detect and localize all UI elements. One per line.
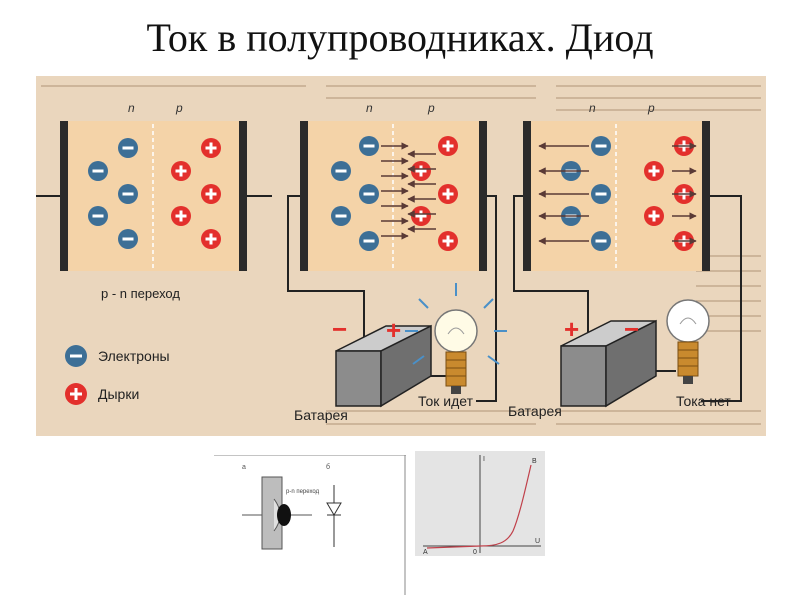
battery-label-reverse: Батарея bbox=[508, 403, 562, 419]
hole-icon bbox=[438, 184, 458, 204]
crystal-forward-bias bbox=[300, 121, 487, 271]
electron-icon bbox=[88, 206, 108, 226]
origin-label: 0 bbox=[473, 549, 477, 556]
electron-icon bbox=[591, 136, 611, 156]
battery-minus-forward: − bbox=[332, 314, 347, 344]
diode-label-b: б bbox=[326, 463, 330, 471]
battery-plus-reverse: + bbox=[564, 314, 579, 344]
electron-icon bbox=[359, 136, 379, 156]
faded-text-lines bbox=[41, 85, 761, 425]
axis-y-label: I bbox=[483, 456, 485, 463]
point-b-label: B bbox=[532, 458, 537, 465]
diode-symbol-icon bbox=[326, 485, 342, 547]
hole-icon bbox=[411, 206, 431, 226]
electron-icon bbox=[118, 184, 138, 204]
legend-electrons: Электроны bbox=[98, 348, 170, 364]
electron-icon bbox=[118, 229, 138, 249]
page-title: Ток в полупроводниках. Диод bbox=[146, 15, 654, 60]
hole-icon bbox=[438, 231, 458, 251]
crystal-unbiased bbox=[36, 121, 272, 271]
electron-icon bbox=[591, 231, 611, 251]
arrows-3 bbox=[538, 142, 697, 245]
electron-icon bbox=[591, 184, 611, 204]
hole-icon bbox=[201, 229, 221, 249]
electrons-1 bbox=[88, 138, 138, 249]
electron-icon bbox=[88, 161, 108, 181]
current-flows-label: Ток идет bbox=[418, 393, 474, 409]
diode-label-a: a bbox=[242, 464, 246, 471]
label-p-3: p bbox=[647, 101, 655, 115]
hole-icon bbox=[171, 161, 191, 181]
label-n-3: n bbox=[589, 101, 596, 115]
no-current-label: Тока нет bbox=[676, 393, 731, 409]
label-n-1: n bbox=[128, 101, 135, 115]
electrons-3 bbox=[561, 136, 611, 251]
legend-holes: Дырки bbox=[98, 386, 139, 402]
label-p-2: p bbox=[427, 101, 435, 115]
battery-reverse bbox=[560, 319, 657, 408]
axis-x-label: U bbox=[535, 538, 540, 545]
hole-icon bbox=[171, 206, 191, 226]
hole-icon bbox=[438, 136, 458, 156]
iv-characteristic-panel: I U 0 A B bbox=[415, 451, 545, 556]
electron-icon bbox=[331, 161, 351, 181]
electron-icon bbox=[359, 184, 379, 204]
pn-junction-small-label: p-n переход bbox=[286, 489, 320, 495]
arrows-2 bbox=[381, 142, 436, 240]
electron-icon bbox=[331, 206, 351, 226]
diode-structure-panel: a б p-n переход bbox=[214, 455, 406, 595]
hole-icon bbox=[644, 206, 664, 226]
hole-icon bbox=[411, 161, 431, 181]
hole-icon bbox=[201, 184, 221, 204]
holes-2 bbox=[411, 136, 458, 251]
legend-hole-icon bbox=[65, 383, 87, 405]
electron-icon bbox=[118, 138, 138, 158]
pn-region bbox=[277, 504, 291, 526]
label-p-1: p bbox=[175, 101, 183, 115]
legend-electron-icon bbox=[65, 345, 87, 367]
pn-junction-label: p - n переход bbox=[101, 286, 180, 301]
point-a-label: A bbox=[423, 549, 428, 556]
battery-minus-reverse: − bbox=[624, 314, 639, 344]
holes-1 bbox=[171, 138, 221, 249]
battery-label-forward: Батарея bbox=[294, 407, 348, 423]
electrons-2 bbox=[331, 136, 379, 251]
hole-icon bbox=[201, 138, 221, 158]
battery-plus-forward: + bbox=[386, 315, 401, 345]
label-n-2: n bbox=[366, 101, 373, 115]
electron-icon bbox=[359, 231, 379, 251]
lamp-unlit-icon bbox=[666, 299, 710, 384]
hole-icon bbox=[644, 161, 664, 181]
iv-curve-line bbox=[426, 464, 532, 549]
semiconductor-current-illustration: n p p - n переход Электроны Дырки n p − … bbox=[36, 76, 766, 436]
lamp-lit-icon bbox=[405, 283, 507, 394]
battery-forward bbox=[335, 324, 432, 408]
